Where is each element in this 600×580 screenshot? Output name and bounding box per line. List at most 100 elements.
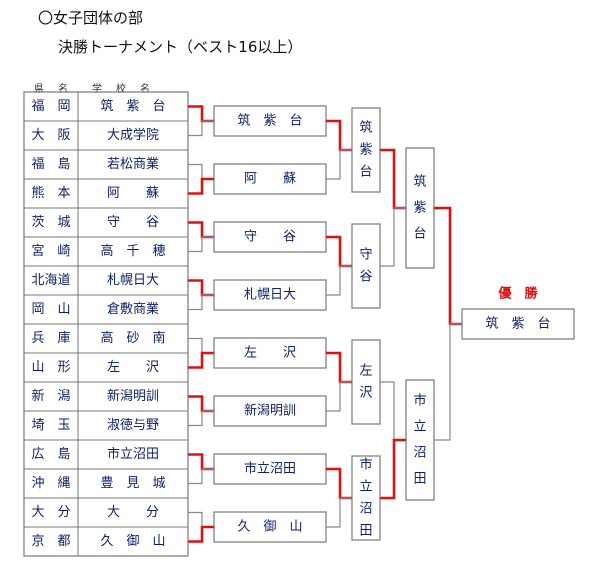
round2-name: 市立沼田 bbox=[244, 461, 296, 477]
school-column-header: 学 校 名 bbox=[92, 84, 152, 95]
quarterfinal-box bbox=[351, 107, 381, 193]
quarterfinal-name-char: 谷 bbox=[359, 270, 372, 285]
quarterfinal-connector bbox=[380, 207, 406, 267]
team-prefecture: 広 島 bbox=[31, 447, 70, 462]
champion-name: 筑 紫 台 bbox=[485, 316, 550, 332]
team-prefecture: 熊 本 bbox=[31, 185, 70, 201]
quarterfinal-connector bbox=[380, 148, 406, 210]
round1-connector bbox=[188, 163, 214, 180]
round1-connector bbox=[188, 337, 214, 354]
team-school: 守 谷 bbox=[107, 215, 159, 230]
round2-name: 筑 紫 台 bbox=[237, 113, 302, 129]
quarterfinal-name-char: 沼 bbox=[359, 502, 372, 517]
round1-connector bbox=[188, 177, 214, 195]
quarterfinal-name-char: 田 bbox=[359, 524, 372, 539]
round2-name: 左 沢 bbox=[244, 346, 296, 361]
team-prefecture: 埼 玉 bbox=[31, 418, 70, 433]
team-prefecture: 兵 庫 bbox=[31, 331, 70, 346]
champion-box bbox=[461, 308, 575, 340]
team-prefecture: 岡 山 bbox=[31, 302, 70, 317]
quarterfinal-name-char: 市 bbox=[359, 457, 372, 473]
quarterfinal-name-char: 沢 bbox=[359, 386, 372, 401]
team-prefecture: 大 阪 bbox=[31, 128, 70, 143]
team-school: 新潟明訓 bbox=[107, 388, 159, 404]
quarterfinal-name-char: 守 bbox=[359, 248, 372, 263]
team-school: 阿 蘇 bbox=[107, 186, 159, 201]
round2-name: 新潟明訓 bbox=[244, 403, 296, 419]
round1-connector bbox=[188, 120, 214, 137]
round1-connector bbox=[188, 410, 214, 427]
round2-connector bbox=[326, 467, 352, 500]
bracket-subtitle: 決勝トーナメント（ベスト16以上） bbox=[58, 38, 303, 56]
team-school: 札幌日大 bbox=[107, 272, 159, 288]
round2-box bbox=[213, 337, 327, 369]
team-prefecture: 福 島 bbox=[31, 157, 70, 172]
round2-connector bbox=[326, 149, 352, 180]
quarterfinal-connector bbox=[380, 438, 406, 500]
round2-name: 守 谷 bbox=[244, 230, 296, 245]
team-school: 高 千 穂 bbox=[100, 243, 165, 259]
team-prefecture: 北海道 bbox=[31, 273, 70, 288]
round2-name: 札幌日大 bbox=[244, 287, 296, 303]
quarterfinal-box bbox=[351, 339, 381, 425]
quarterfinal-box bbox=[351, 223, 381, 309]
team-school: 若松商業 bbox=[107, 156, 159, 172]
team-prefecture: 京 都 bbox=[31, 534, 70, 549]
quarterfinal-name-char: 立 bbox=[359, 480, 372, 495]
team-school: 筑 紫 台 bbox=[100, 98, 165, 114]
round1-connector bbox=[188, 294, 214, 311]
round1-connector bbox=[188, 525, 214, 543]
quarterfinal-name-char: 左 bbox=[359, 364, 372, 379]
round2-connector bbox=[326, 235, 352, 268]
round2-connector bbox=[326, 351, 352, 384]
semifinal-name-char: 市 bbox=[413, 393, 426, 409]
team-prefecture: 福 岡 bbox=[31, 99, 70, 114]
round2-box bbox=[213, 511, 327, 543]
round1-connector bbox=[188, 221, 214, 239]
quarterfinal-box bbox=[351, 455, 381, 541]
round1-connector bbox=[188, 511, 214, 528]
team-school: 大成学院 bbox=[107, 127, 159, 143]
round1-connector bbox=[188, 395, 214, 413]
round2-connector bbox=[326, 381, 352, 412]
semifinal-name-char: 紫 bbox=[413, 201, 426, 216]
team-school: 倉敷商業 bbox=[107, 301, 159, 317]
semifinal-name-char: 筑 bbox=[413, 174, 426, 190]
quarterfinal-name-char: 紫 bbox=[359, 143, 372, 158]
round2-box bbox=[213, 395, 327, 427]
team-school: 淑徳与野 bbox=[107, 418, 159, 433]
round2-name: 阿 蘇 bbox=[244, 172, 296, 187]
quarterfinal-name-char: 筑 bbox=[359, 120, 372, 136]
round1-connector bbox=[188, 105, 214, 123]
round1-connector bbox=[188, 453, 214, 471]
team-prefecture: 山 形 bbox=[31, 360, 70, 375]
team-school: 豊 見 城 bbox=[100, 476, 165, 491]
final-connector bbox=[434, 206, 462, 326]
team-school: 大 分 bbox=[107, 505, 159, 520]
semifinal-name-char: 田 bbox=[413, 472, 426, 487]
round1-connector bbox=[188, 279, 214, 297]
team-school: 市立沼田 bbox=[107, 446, 159, 462]
round1-connector bbox=[188, 236, 214, 253]
round1-connector bbox=[188, 351, 214, 369]
team-school: 左 沢 bbox=[107, 360, 159, 375]
round2-name: 久 御 山 bbox=[237, 520, 302, 535]
quarterfinal-name-char: 台 bbox=[359, 165, 372, 180]
quarterfinal-connector bbox=[380, 381, 406, 441]
team-prefecture: 沖 縄 bbox=[31, 476, 70, 491]
team-school: 高 砂 南 bbox=[100, 330, 165, 346]
team-school: 久 御 山 bbox=[100, 534, 165, 549]
section-title: 〇女子団体の部 bbox=[38, 9, 144, 27]
semifinal-name-char: 台 bbox=[413, 227, 426, 242]
round2-connector bbox=[326, 119, 352, 152]
round2-connector bbox=[326, 265, 352, 296]
team-prefecture: 新 潟 bbox=[31, 388, 70, 404]
team-prefecture: 大 分 bbox=[31, 505, 70, 520]
team-prefecture: 宮 崎 bbox=[31, 243, 70, 259]
semifinal-name-char: 立 bbox=[413, 420, 426, 435]
round2-connector bbox=[326, 497, 352, 528]
semifinal-name-char: 沼 bbox=[413, 446, 426, 461]
prefecture-column-header: 県 名 bbox=[34, 84, 70, 95]
team-prefecture: 茨 城 bbox=[31, 215, 70, 230]
